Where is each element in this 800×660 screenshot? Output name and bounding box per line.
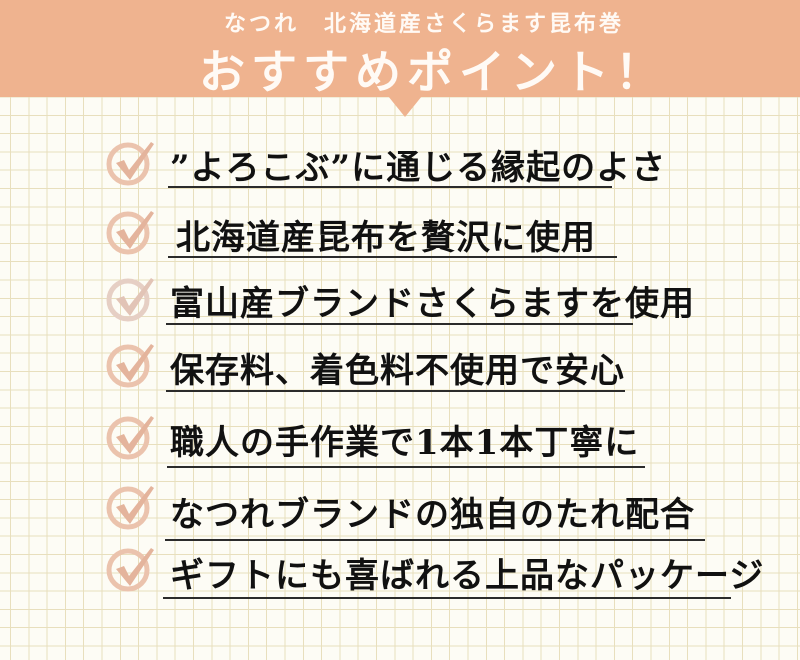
- underline-divider: [167, 466, 645, 468]
- check-circle-icon: [106, 344, 154, 388]
- underline-divider: [168, 256, 617, 258]
- point-text: 職人の手作業で1本1本丁寧に: [170, 423, 640, 463]
- check-circle-icon: [106, 416, 154, 460]
- check-circle-icon: [106, 211, 154, 255]
- point-text: ギフトにも喜ばれる上品なパッケージ: [170, 556, 765, 596]
- product-subtitle: なつれ 北海道産さくらます昆布巻: [223, 11, 624, 37]
- check-circle-icon: [106, 486, 154, 530]
- point-text: 保存料、着色料不使用で安心: [170, 351, 625, 391]
- page-title: おすすめポイント！: [199, 45, 667, 99]
- check-circle-icon: [106, 142, 154, 186]
- check-circle-icon: [106, 548, 154, 592]
- underline-divider: [166, 323, 633, 325]
- point-text: なつれブランドの独自のたれ配合: [170, 495, 695, 535]
- point-text: 富山産ブランドさくらますを使用: [170, 284, 695, 324]
- underline-divider: [163, 597, 731, 599]
- check-circle-icon: [106, 278, 154, 322]
- header-banner: なつれ 北海道産さくらます昆布巻 おすすめポイント！: [0, 0, 800, 99]
- header-pointer-arrow: [388, 96, 422, 117]
- underline-divider: [168, 186, 612, 188]
- underline-divider: [166, 390, 625, 392]
- point-text: ”よろこぶ”に通じる縁起のよさ: [170, 148, 667, 188]
- point-text: 北海道産昆布を贅沢に使用: [176, 218, 596, 258]
- underline-divider: [165, 539, 705, 541]
